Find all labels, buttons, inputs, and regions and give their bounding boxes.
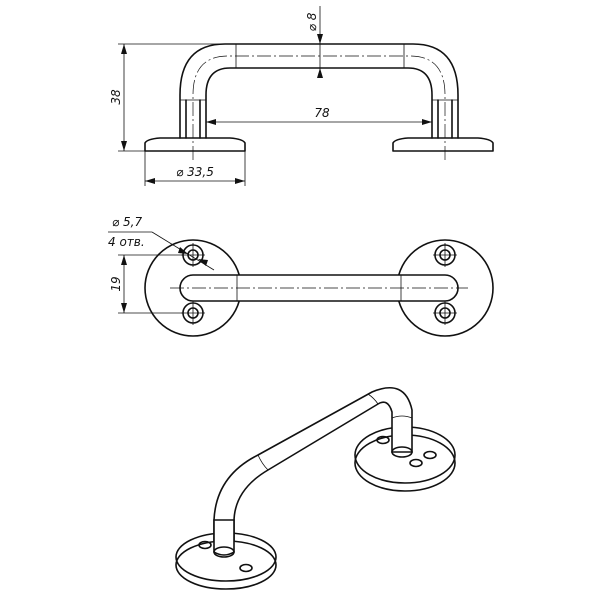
hole-count-label: 4 отв. <box>108 235 145 249</box>
right-base-plate <box>392 137 494 152</box>
height-dimension-label: 38 <box>109 89 123 105</box>
span-dimension-label: 78 <box>314 106 330 120</box>
hole-diameter-label: ⌀ 5,7 <box>112 215 142 229</box>
hole-spacing-label: 19 <box>109 276 123 291</box>
handle-rod-inner <box>205 67 433 139</box>
isometric-view <box>175 387 456 590</box>
handle-rod-outer <box>179 43 459 139</box>
left-base-plate <box>144 137 246 152</box>
base-diameter-label: ⌀ 33,5 <box>176 165 214 179</box>
top-view: ⌀ 5,7 4 отв. 19 <box>108 215 494 337</box>
front-view: 38 ⌀ 8 78 ⌀ 33,5 <box>109 6 494 186</box>
rod-diameter-label: ⌀ 8 <box>305 12 319 31</box>
